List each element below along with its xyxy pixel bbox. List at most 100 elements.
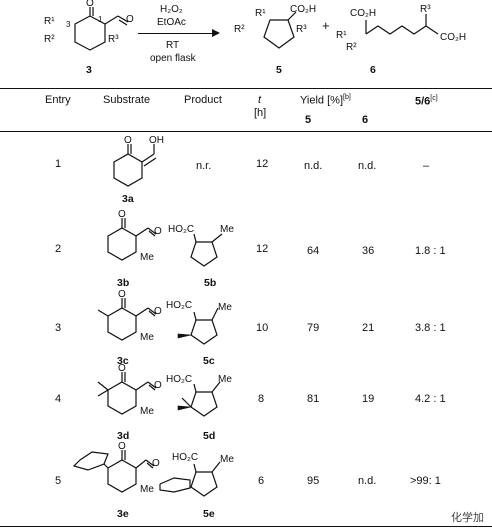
substrate-3c-structure: O O Me: [97, 289, 162, 343]
substrate-3b-structure: O O Me: [107, 209, 162, 263]
cell-yield-6: 21: [362, 322, 375, 334]
svg-text:CO₂H: CO₂H: [290, 4, 316, 15]
substrate-3d-structure: O O Me: [97, 363, 162, 417]
cell-yield-5: 95: [307, 475, 320, 487]
svg-text:HO₂C: HO₂C: [166, 374, 192, 385]
cell-yield-6: 36: [362, 245, 375, 257]
svg-text:R¹: R¹: [44, 16, 55, 27]
cell-time: 10: [256, 322, 269, 334]
substrate-3-structure: O O R¹ 3 R² 1 R³: [44, 0, 134, 51]
svg-text:HO₂C: HO₂C: [168, 224, 194, 235]
svg-text:O: O: [126, 14, 134, 25]
substrate-3e-structure: O O Me: [72, 441, 160, 495]
svg-text:Me: Me: [140, 332, 154, 343]
reagent-h2o2: H₂O₂: [160, 4, 183, 15]
cell-time: 12: [256, 243, 269, 255]
substrate-3a-structure: O OH: [113, 135, 164, 187]
substrate-label: 3c: [117, 355, 129, 367]
product-5b-structure: HO₂C Me: [168, 224, 234, 267]
svg-text:O: O: [154, 226, 162, 237]
svg-text:O: O: [154, 306, 162, 317]
header-yield-6: 6: [362, 114, 369, 126]
svg-text:O: O: [118, 363, 126, 374]
product-5-structure: CO₂H R¹ R² R³: [234, 4, 316, 49]
svg-text:O: O: [118, 209, 126, 220]
header-entry: Entry: [45, 94, 71, 106]
cell-ratio: >99: 1: [410, 475, 441, 487]
header-ratio: 5/6[c]: [415, 95, 438, 108]
svg-text:Me: Me: [140, 406, 154, 417]
svg-text:R¹: R¹: [336, 30, 347, 41]
header-time: t: [258, 94, 262, 106]
svg-text:Me: Me: [218, 374, 232, 385]
svg-text:R²: R²: [44, 34, 55, 45]
svg-text:Me: Me: [140, 252, 154, 263]
svg-text:3: 3: [66, 20, 71, 29]
svg-text:Me: Me: [140, 484, 154, 495]
cell-yield-5: 81: [307, 393, 320, 405]
product-5c-structure: HO₂C Me: [166, 300, 232, 345]
svg-text:O: O: [124, 135, 132, 146]
cell-entry: 3: [55, 322, 62, 334]
cell-entry: 2: [55, 243, 62, 255]
svg-text:R²: R²: [234, 24, 245, 35]
cell-time: 6: [258, 475, 265, 487]
cell-time: 8: [258, 393, 265, 405]
substrate-label: 3a: [122, 193, 134, 205]
arrow-head: [212, 29, 220, 37]
header-substrate: Substrate: [103, 94, 151, 106]
svg-text:OH: OH: [149, 135, 164, 146]
plus-sign: +: [322, 18, 330, 33]
condition-rt: RT: [166, 40, 180, 51]
svg-text:O: O: [154, 380, 162, 391]
svg-text:1: 1: [98, 15, 103, 24]
product-6-label: 6: [370, 64, 376, 76]
cell-product: n.r.: [196, 160, 212, 172]
svg-text:CO₂H: CO₂H: [350, 8, 376, 19]
cell-yield-6: n.d.: [358, 475, 377, 487]
cell-ratio: 1.8 : 1: [415, 245, 446, 257]
cell-ratio: 4.2 : 1: [415, 393, 446, 405]
reaction-arrow: [138, 33, 216, 34]
substrate-3-label: 3: [86, 64, 92, 76]
svg-text:Me: Me: [220, 454, 234, 465]
svg-text:R³: R³: [108, 34, 119, 45]
product-label: 5b: [204, 277, 217, 289]
watermark-logo: 化学加: [451, 512, 484, 524]
cell-ratio: 3.8 : 1: [415, 322, 446, 334]
svg-text:R³: R³: [420, 4, 431, 15]
product-label: 5d: [203, 430, 216, 442]
cell-yield-6: n.d.: [358, 160, 377, 172]
svg-text:O: O: [86, 0, 94, 9]
substrate-label: 3d: [117, 430, 130, 442]
cell-entry: 4: [55, 393, 62, 405]
product-label: 5e: [203, 508, 215, 520]
svg-text:R¹: R¹: [255, 8, 266, 19]
header-product: Product: [184, 94, 222, 106]
cell-entry: 5: [55, 475, 62, 487]
cell-yield-5: n.d.: [304, 160, 323, 172]
svg-text:R²: R²: [346, 42, 357, 53]
cell-entry: 1: [55, 158, 62, 170]
substrate-label: 3e: [117, 508, 129, 520]
header-yield: Yield [%][b]: [300, 94, 351, 107]
table-top-rule: [0, 88, 492, 89]
header-yield-5: 5: [305, 114, 312, 126]
cell-time: 12: [256, 158, 269, 170]
svg-text:O: O: [152, 458, 160, 469]
table-header-rule: [0, 131, 492, 132]
cell-yield-5: 79: [307, 322, 320, 334]
svg-text:O: O: [118, 289, 126, 300]
svg-text:R³: R³: [296, 24, 307, 35]
condition-open-flask: open flask: [150, 53, 196, 64]
svg-text:HO₂C: HO₂C: [166, 300, 192, 311]
product-6-structure: CO₂H R¹ R² R³ CO₂H: [336, 4, 466, 53]
svg-text:HO₂C: HO₂C: [172, 452, 198, 463]
table-bottom-rule: [0, 526, 492, 527]
header-time-unit: [h]: [254, 107, 267, 119]
cell-ratio: –: [423, 160, 430, 172]
product-5e-structure: HO₂C Me: [159, 452, 234, 497]
product-label: 5c: [203, 355, 215, 367]
cell-yield-5: 64: [307, 245, 320, 257]
reagent-etoac: EtOAc: [157, 17, 186, 28]
